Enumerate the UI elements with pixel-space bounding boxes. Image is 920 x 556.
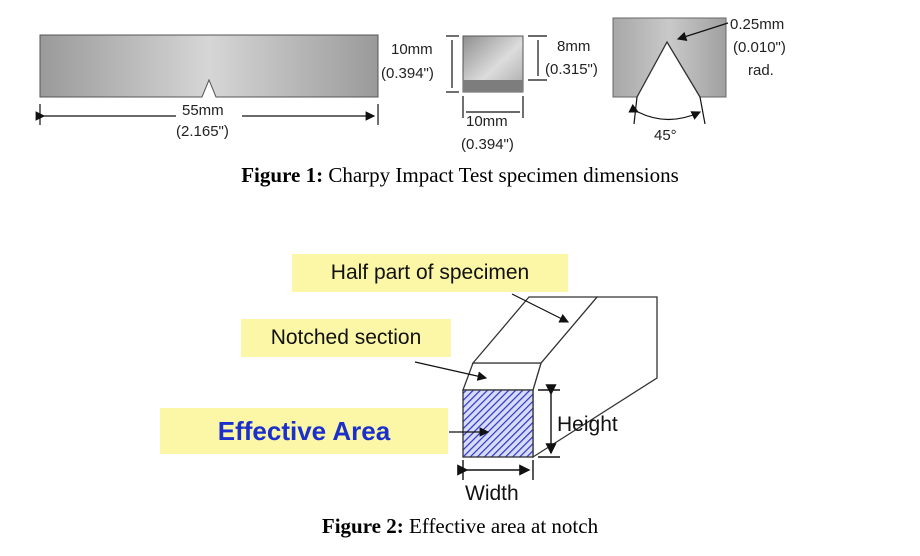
notched-section-leader-arrow (414, 361, 488, 381)
height-label: Height (557, 413, 618, 436)
width-label-inch: (0.394") (461, 136, 514, 153)
ligament-dimension (528, 35, 547, 81)
notch-angle-arc (628, 96, 706, 125)
figure2-caption-text: Effective area at notch (403, 514, 599, 538)
length-label: 55mm (182, 102, 224, 119)
notch-radius-leader (676, 22, 729, 42)
notch-radius-label-inch: (0.010") (733, 39, 786, 56)
effective-area-label: Effective Area (160, 408, 448, 454)
ligament-label-inch: (0.315") (545, 61, 598, 78)
length-label-inch: (2.165") (176, 123, 229, 140)
cross-section-square (462, 35, 524, 93)
side-height-label: 10mm (391, 41, 433, 58)
side-height-label-inch: (0.394") (381, 65, 434, 82)
width-label: 10mm (466, 113, 508, 130)
figure2-caption: Figure 2: Effective area at notch (0, 514, 920, 539)
effective-area-hatch (462, 389, 534, 458)
notch-detail (612, 17, 727, 98)
notch-radius-label: 0.25mm (730, 16, 784, 33)
length-dimension-line (35, 104, 379, 125)
side-height-dimension (446, 35, 459, 93)
half-specimen-label: Half part of specimen (292, 254, 568, 292)
height-dimension (538, 384, 560, 458)
figure1-caption: Figure 1: Charpy Impact Test specimen di… (0, 163, 920, 188)
figure2-caption-label: Figure 2: (321, 514, 404, 538)
notch-radius-unit: rad. (748, 62, 774, 79)
width-dimension-fig2 (457, 460, 534, 480)
figure1-caption-label: Figure 1: (241, 163, 324, 187)
figure1-caption-text: Charpy Impact Test specimen dimensions (323, 163, 679, 187)
width-dimension (462, 96, 524, 118)
width-label-fig2: Width (465, 482, 519, 505)
half-specimen-block (462, 296, 658, 459)
specimen-bar (39, 34, 379, 98)
ligament-label: 8mm (557, 38, 590, 55)
notched-section-label: Notched section (241, 319, 451, 357)
leader-arrows (414, 293, 570, 437)
notch-angle-label: 45° (654, 127, 677, 144)
half-specimen-leader-arrow (511, 293, 570, 323)
